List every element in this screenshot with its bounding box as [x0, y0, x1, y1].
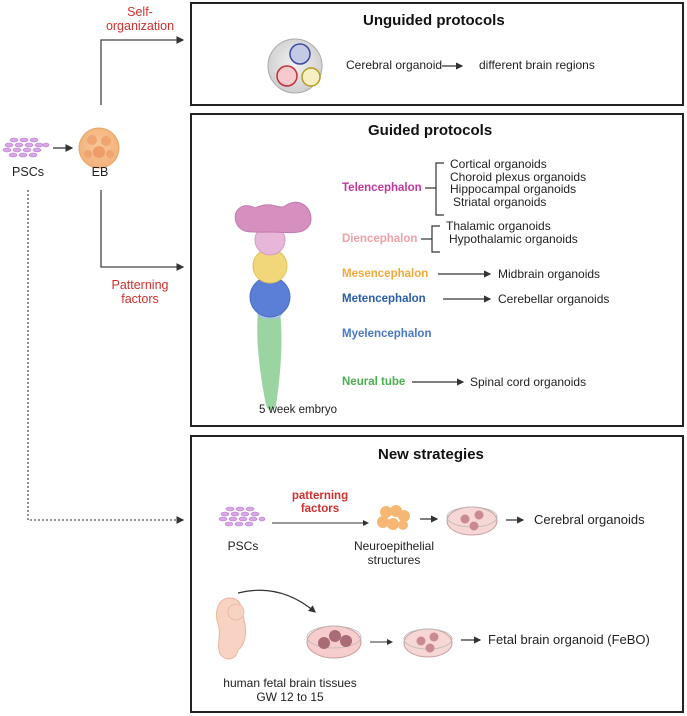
pscs-to-new-strategies-dotted-arrow: [27, 190, 185, 524]
cerebral-organoid-icon: [267, 38, 323, 94]
human-fetus-icon: [216, 597, 247, 660]
region-myelencephalon: Myelencephalon: [342, 328, 432, 340]
self-organization-label-line2: organization: [105, 19, 175, 33]
diencephalon-bracket: [421, 225, 440, 253]
pscs-cells-icon-new: [218, 506, 266, 527]
output-choroid-plexus: Choroid plexus organoids: [450, 170, 587, 184]
region-telencephalon: Telencephalon: [342, 182, 422, 194]
region-diencephalon: Diencephalon: [342, 233, 418, 245]
embryo-neural-tube-icon: [234, 201, 312, 411]
output-striatal: Striatal organoids: [453, 195, 547, 209]
output-cortical: Cortical organoids: [450, 157, 547, 171]
embryoid-body-icon: [78, 127, 120, 169]
self-organization-label-line1: Self-: [127, 5, 153, 19]
output-hippocampal: Hippocampal organoids: [450, 182, 577, 196]
culture-dish-icon-2: [306, 625, 362, 659]
neuroepithelial-label-line2: structures: [367, 553, 421, 567]
culture-dish-icon-1: [446, 506, 498, 536]
fetal-to-dish-curved-arrow: [237, 589, 316, 613]
new-patterning-label-line2: factors: [300, 503, 340, 515]
new-strategies-title: New strategies: [378, 446, 484, 463]
eb-label: EB: [91, 165, 109, 179]
patterning-factors-label-line2: factors: [121, 292, 159, 306]
new-strategies-panel: [190, 435, 684, 713]
output-thalamic: Thalamic organoids: [446, 219, 551, 233]
febo-result: Fetal brain organoid (FeBO): [488, 632, 650, 647]
fetal-tissue-label-line1: human fetal brain tissues: [223, 676, 357, 690]
region-metencephalon: Metencephalon: [342, 293, 426, 305]
unguided-target-label: different brain regions: [479, 58, 595, 72]
culture-dish-icon-3: [403, 628, 453, 658]
output-spinal-cord: Spinal cord organoids: [470, 375, 587, 389]
guided-title: Guided protocols: [368, 122, 493, 139]
fetal-tissue-label-line2: GW 12 to 15: [256, 690, 324, 704]
new-pscs-label: PSCs: [227, 539, 259, 553]
unguided-title: Unguided protocols: [363, 12, 505, 29]
output-midbrain: Midbrain organoids: [498, 267, 601, 281]
neuroepithelial-label-line1: Neuroepithelial: [353, 539, 435, 553]
patterning-factors-label-line1: Patterning: [111, 278, 169, 292]
telencephalon-bracket: [425, 162, 444, 216]
patterning-factors-arrow: [100, 190, 185, 271]
pscs-label: PSCs: [12, 165, 44, 179]
output-hypothalamic: Hypothalamic organoids: [449, 232, 578, 246]
output-cerebellar: Cerebellar organoids: [498, 292, 610, 306]
new-patterning-label-line1: patterning: [291, 490, 349, 502]
region-neural-tube: Neural tube: [342, 376, 406, 388]
pscs-cells-icon: [2, 137, 50, 158]
cerebral-organoids-result: Cerebral organoids: [534, 512, 645, 527]
self-organization-arrow: [100, 36, 185, 105]
unguided-source-label: Cerebral organoid: [346, 58, 443, 72]
region-mesencephalon: Mesencephalon: [342, 268, 429, 280]
embryo-caption: 5 week embryo: [259, 404, 337, 416]
neuroepithelial-structures-icon: [377, 505, 410, 530]
